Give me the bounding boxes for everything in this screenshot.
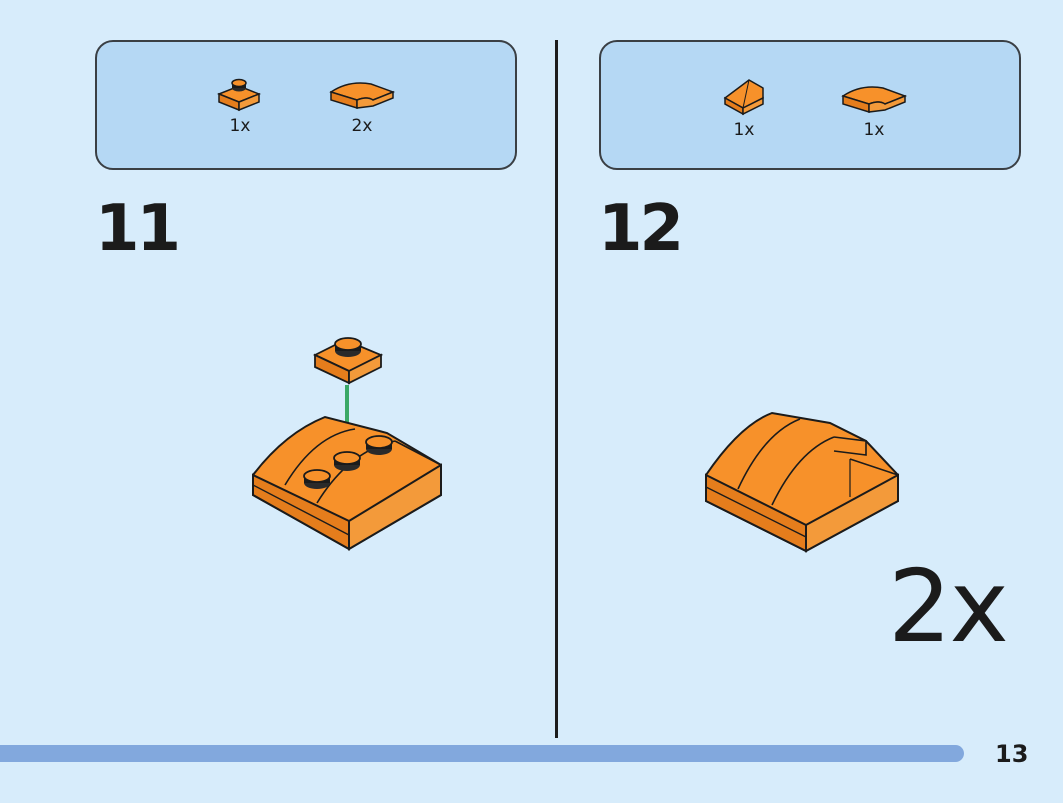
step-12-build-illustration xyxy=(705,411,899,553)
progress-bar xyxy=(0,745,964,762)
part-quantity: 1x xyxy=(733,120,755,140)
step-divider xyxy=(555,40,558,738)
assembly-model xyxy=(252,415,442,551)
slope-brick-icon xyxy=(723,79,764,116)
plate-1x1-icon xyxy=(216,78,262,112)
part-quantity: 2x xyxy=(351,116,373,136)
part-item: 2x xyxy=(327,76,397,136)
parts-box-step-11: 1x 2x xyxy=(95,40,517,170)
assembly-model xyxy=(705,411,899,553)
curved-slope-icon xyxy=(329,82,396,110)
plate-1x1-icon xyxy=(312,337,384,385)
step-11-build-illustration xyxy=(252,337,442,551)
page-number: 13 xyxy=(995,740,1029,768)
curved-slope-icon xyxy=(841,86,908,114)
step-number-11: 11 xyxy=(95,192,181,266)
part-item: 1x xyxy=(719,74,769,140)
part-quantity: 1x xyxy=(229,116,251,136)
step-number-12: 12 xyxy=(598,192,684,266)
build-quantity-multiplier: 2x xyxy=(888,548,1009,665)
part-quantity: 1x xyxy=(863,120,885,140)
part-item: 1x xyxy=(839,80,909,140)
parts-box-step-12: 1x 1x xyxy=(599,40,1021,170)
part-item: 1x xyxy=(215,74,265,136)
